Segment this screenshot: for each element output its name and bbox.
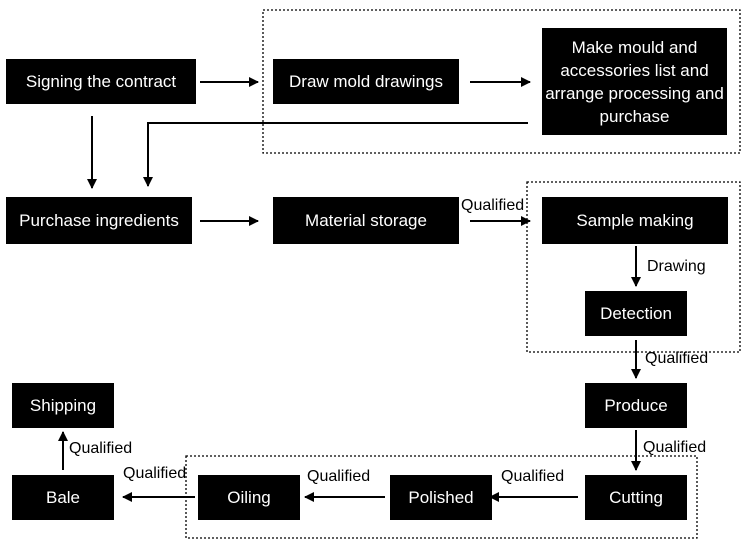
node-draw-mold-drawings: Draw mold drawings: [273, 59, 459, 104]
sampling-group-box: [526, 181, 741, 353]
node-cutting: Cutting: [585, 475, 687, 520]
node-oiling: Oiling: [198, 475, 300, 520]
node-material-storage: Material storage: [273, 197, 459, 244]
label-polished-to-oiling: Qualified: [307, 468, 371, 485]
label-bale-to-shipping: Qualified: [69, 440, 133, 457]
node-sample-making: Sample making: [542, 197, 728, 244]
node-polished: Polished: [390, 475, 492, 520]
node-shipping: Shipping: [12, 383, 114, 428]
label-produce-to-cutting: Qualified: [643, 439, 707, 456]
label-oiling-to-bale: Qualified: [123, 465, 187, 482]
node-produce: Produce: [585, 383, 687, 428]
node-make-mould-list: Make mould and accessories list and arra…: [542, 28, 727, 135]
node-detection: Detection: [585, 291, 687, 336]
label-storage-to-sample: Qualified: [461, 197, 525, 214]
label-detection-to-produce: Qualified: [645, 350, 709, 367]
node-purchase-ingredients: Purchase ingredients: [6, 197, 192, 244]
node-bale: Bale: [12, 475, 114, 520]
label-cutting-to-polished: Qualified: [501, 468, 565, 485]
design-group-box: [262, 9, 741, 154]
label-sample-to-detection: Drawing: [647, 258, 706, 275]
arrow-make-mould-to-purchase: [143, 122, 528, 187]
node-signing-the-contract: Signing the contract: [6, 59, 196, 104]
